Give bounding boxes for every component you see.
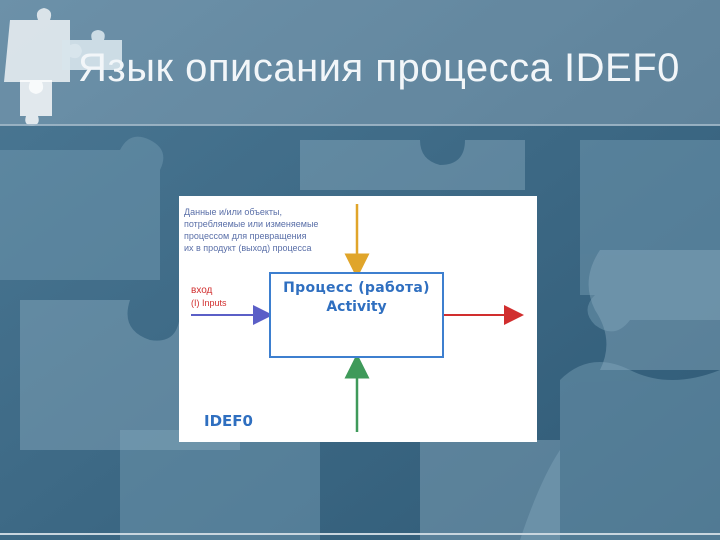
note-line: процессом для превращения: [184, 231, 307, 241]
title-divider: [0, 124, 720, 126]
note-line: Данные и/или объекты,: [184, 207, 282, 217]
process-subtitle: Activity: [326, 299, 387, 315]
note-line: потребляемые или изменяемые: [184, 219, 319, 229]
puzzle-icon: [4, 8, 122, 126]
idef0-label: IDEF0: [204, 412, 253, 430]
note-line: их в продукт (выход) процесса: [184, 243, 312, 253]
process-title: Процесс (работа): [283, 280, 430, 296]
slide-title: Язык описания процесса IDEF0: [78, 46, 680, 90]
process-box: Процесс (работа) Activity: [269, 272, 444, 358]
diagram-arrows: [191, 204, 524, 432]
idef0-diagram: Данные и/или объекты, потребляемые или и…: [179, 196, 537, 442]
control-description: Данные и/или объекты, потребляемые или и…: [184, 206, 384, 254]
bottom-divider: [0, 533, 720, 535]
input-label: вход: [191, 285, 213, 296]
input-sublabel: (I) Inputs: [191, 298, 227, 308]
